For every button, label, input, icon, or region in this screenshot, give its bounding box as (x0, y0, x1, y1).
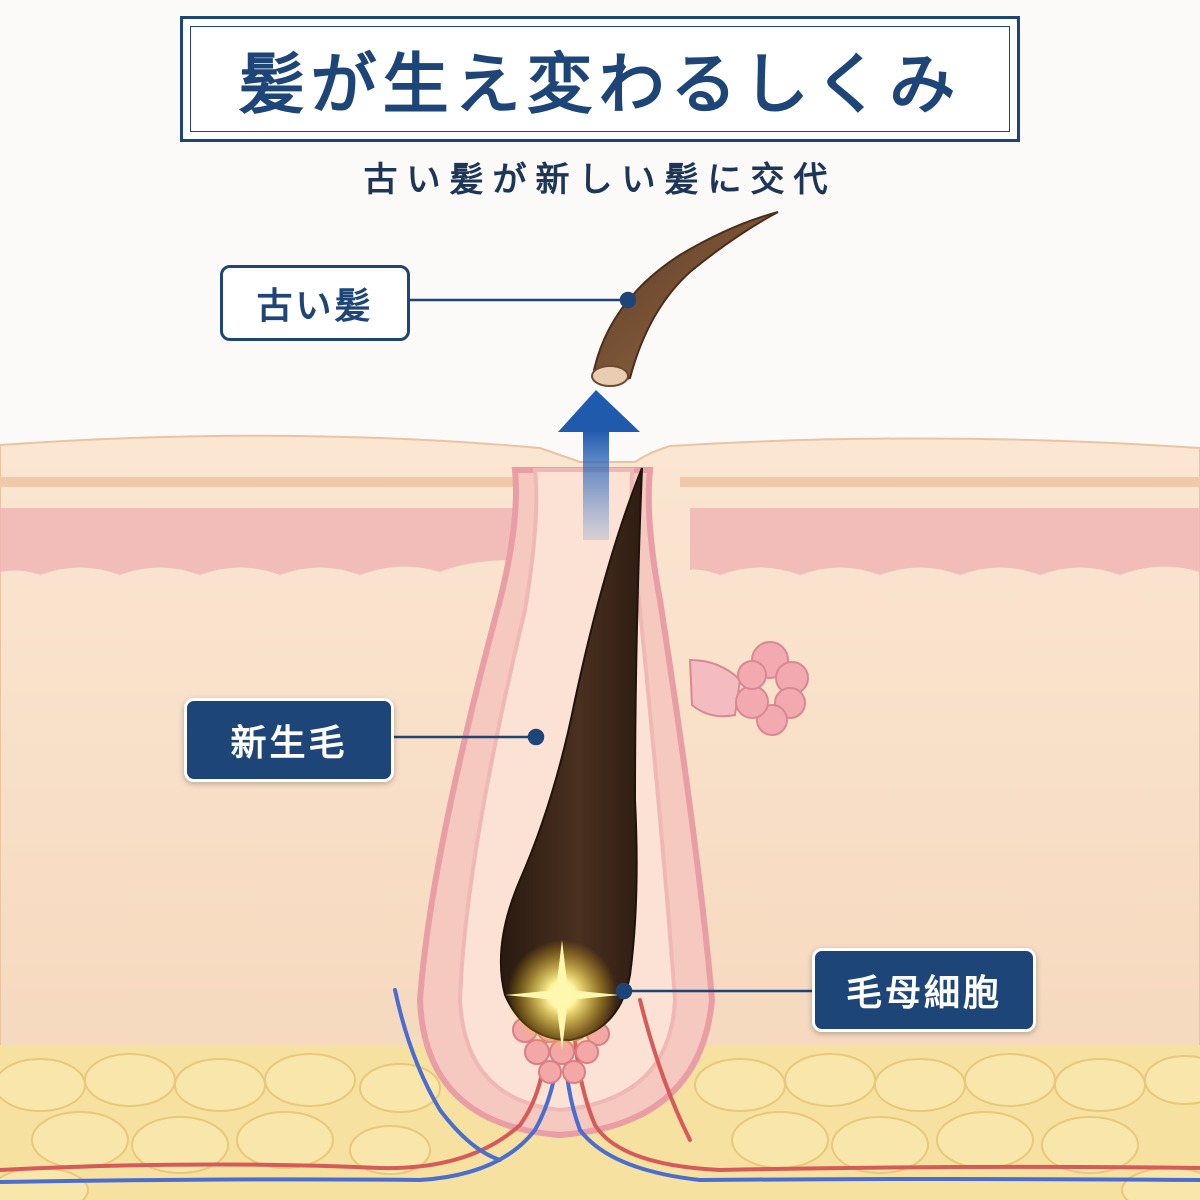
vessel-branch-1 (393, 988, 502, 1162)
old-hair (591, 211, 779, 387)
old-hair-shaft (592, 211, 779, 382)
label-new-hair: 新生毛 (184, 698, 394, 782)
artery-right (573, 1038, 1200, 1173)
vein-right (563, 1038, 1200, 1183)
epidermis-layer-left (0, 508, 515, 575)
sebaceous-gland (688, 641, 809, 736)
page-title: 髪が生え変わるしくみ (238, 46, 962, 123)
subtitle: 古い髪が新しい髪に交代 (363, 160, 837, 200)
label-old-hair: 古い髪 (220, 265, 410, 341)
vessel-branch-2 (638, 998, 692, 1142)
growth-glow (505, 940, 620, 1050)
label-hair-matrix-cells: 毛母細胞 (812, 948, 1036, 1032)
fat-cells (0, 1053, 1200, 1200)
epidermis-layer-right (690, 508, 1200, 575)
upward-arrow (558, 390, 640, 540)
blood-vessels (0, 988, 1200, 1184)
title-box: 髪が生え変わるしくみ (180, 16, 1020, 142)
vein-left (0, 1038, 562, 1184)
leader-lines (394, 291, 812, 1000)
artery-left (0, 1038, 547, 1172)
old-hair-bulb (591, 365, 629, 387)
